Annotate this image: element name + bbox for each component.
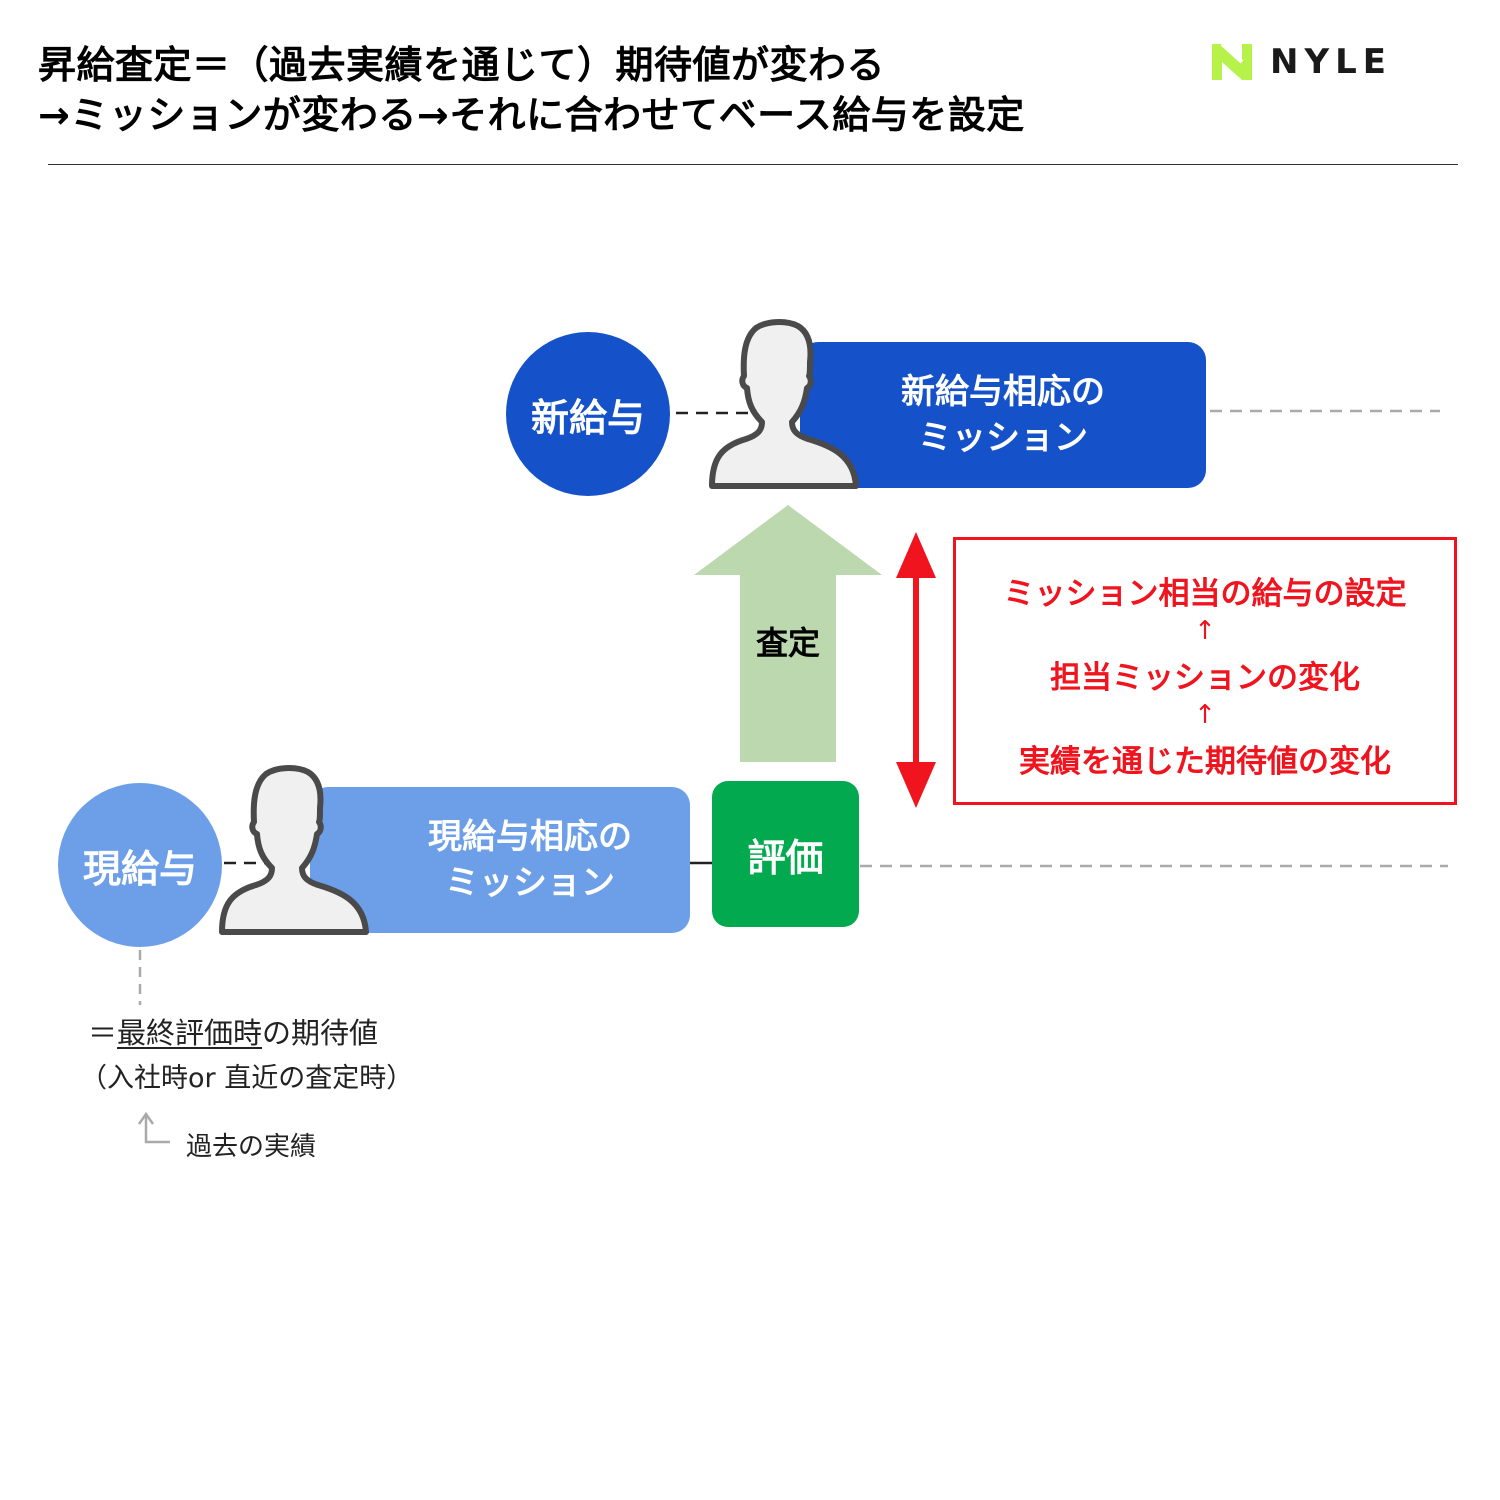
logo-wordmark: NYLE [1270, 42, 1392, 82]
red-box-line2: 担当ミッションの変化 [1050, 660, 1360, 696]
evaluation-box: 評価 [712, 781, 859, 927]
note-prefix: ＝ [88, 1016, 118, 1050]
expectation-note: ＝最終評価時の期待値 [88, 1010, 378, 1052]
current-mission-line2: ミッション [445, 863, 615, 903]
person-icon-new [709, 319, 859, 489]
person-icon-current [219, 765, 369, 935]
red-explanation-box: ミッション相当の給与の設定 ↑ 担当ミッションの変化 ↑ 実績を通じた期待値の変… [953, 537, 1457, 805]
past-results-arrow [144, 1116, 170, 1144]
header-divider [48, 164, 1458, 165]
new-mission-line2: ミッション [918, 418, 1088, 458]
new-mission-line1: 新給与相応の [901, 372, 1105, 412]
new-mission-box: 新給与相応の ミッション [800, 342, 1206, 488]
timing-note: （入社時or 直近の査定時） [80, 1063, 414, 1094]
current-mission-line1: 現給与相応の [428, 817, 632, 857]
red-box-line3: 実績を通じた期待値の変化 [1019, 744, 1391, 780]
current-mission-box: 現給与相応の ミッション [310, 787, 690, 933]
page-title-line-2: →ミッションが変わる→それに合わせてベース給与を設定 [38, 93, 1025, 137]
current-salary-circle: 現給与 [58, 783, 222, 947]
new-salary-circle: 新給与 [506, 332, 670, 496]
red-box-line1: ミッション相当の給与の設定 [1003, 576, 1407, 612]
past-results-note: 過去の実績 [186, 1132, 317, 1162]
nyle-logo-icon [1212, 42, 1252, 80]
page-title-line-1: 昇給査定＝（過去実績を通じて）期待値が変わる [38, 43, 886, 87]
red-box-arrow2: ↑ [1194, 700, 1216, 730]
note-underlined: 最終評価時 [117, 1016, 263, 1050]
assessment-label: 査定 [755, 624, 820, 662]
red-box-arrow1: ↑ [1194, 616, 1216, 646]
nyle-logo: NYLE [1208, 38, 1428, 86]
note-suffix: の期待値 [262, 1016, 379, 1050]
